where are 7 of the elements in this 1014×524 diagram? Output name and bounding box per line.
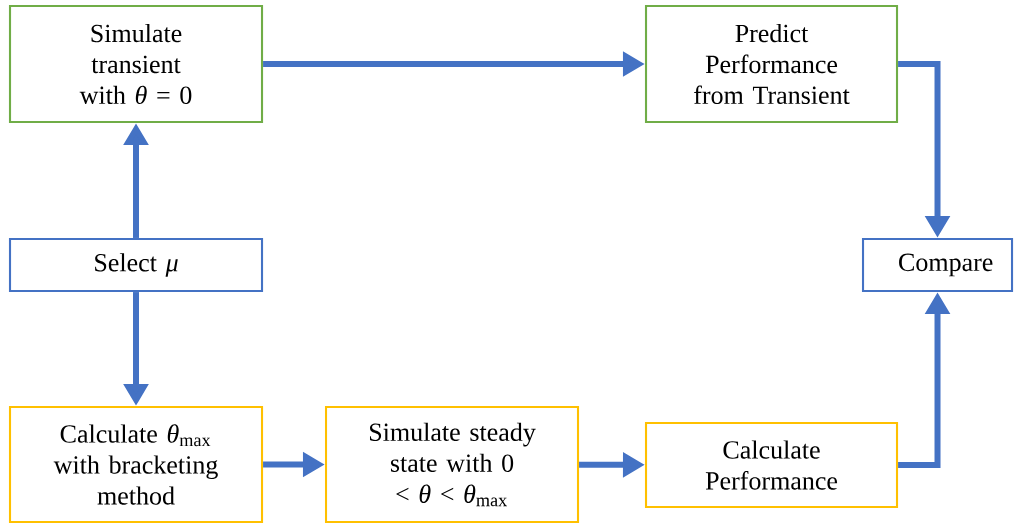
process-box: Predict Performance from Transient (644, 4, 899, 124)
process-box: Simulate transient with θ = 0 (8, 4, 264, 124)
process-box: Select μ (8, 237, 264, 293)
process-box: Calculate Performance (644, 421, 899, 509)
process-box: Calculate θ$_{max}$ with bracketing method (8, 405, 264, 524)
process-box: Compare (861, 237, 1014, 293)
process-box: Simulate steady state with 0 < θ < θ$_{max}$ (324, 405, 580, 524)
